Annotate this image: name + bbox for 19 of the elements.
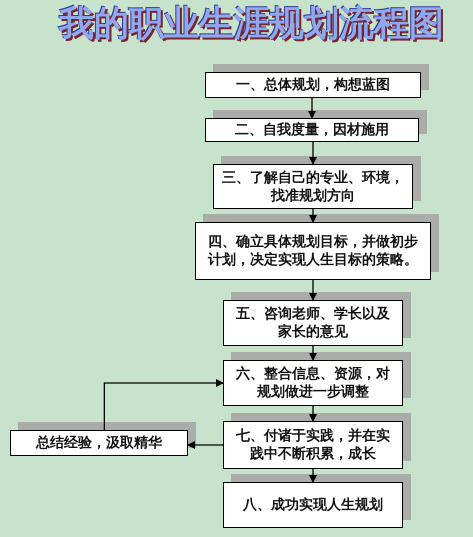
arrow <box>309 280 317 301</box>
box-text: 七、付诸于实践，并在实践中不断积累，成长 <box>234 427 391 463</box>
arrow <box>104 379 224 430</box>
box-text: 一、总体规划，构想蓝图 <box>236 76 390 94</box>
arrow <box>309 142 317 165</box>
arrow <box>309 469 317 483</box>
arrow <box>309 346 317 361</box>
box-text: 八、成功实现人生规划 <box>243 496 383 514</box>
title: 我的职业生涯规划流程图 <box>58 3 445 46</box>
box-text: 五、咨询老师、学长以及家长的意见 <box>235 305 391 341</box>
box-text: 二、自我度量，因材施用 <box>235 121 389 139</box>
arrow <box>309 209 317 223</box>
box-text: 四、确立具体规划目标，并做初步计划，决定实现人生目标的策略。 <box>206 233 419 269</box>
arrow <box>308 98 316 119</box>
arrow <box>309 406 317 422</box>
arrow <box>187 441 223 449</box>
box-text: 三、了解自己的专业、环境，找准规划方向 <box>221 168 405 204</box>
box-text: 总结经验，汲取精华 <box>36 434 162 452</box>
box-text: 六、整合信息、资源，对规划做进一步调整 <box>234 365 391 401</box>
